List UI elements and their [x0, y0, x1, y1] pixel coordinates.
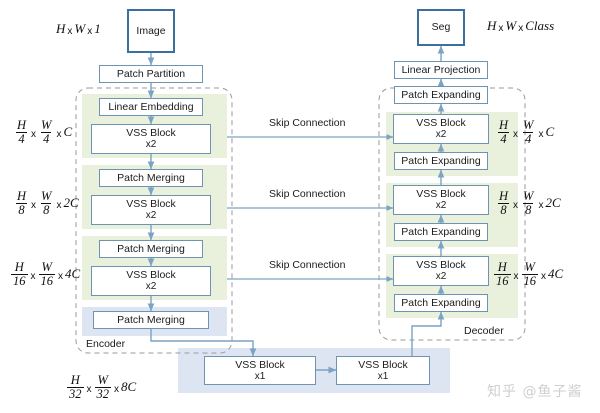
decoder-group-label: Decoder: [464, 325, 504, 337]
encoder-vss-block-2[interactable]: VSS Block x2: [91, 195, 211, 225]
patch-expanding-top-label: Patch Expanding: [401, 88, 481, 101]
output-dimension-label: H x W x Class: [487, 18, 555, 34]
skip-connection-label-3: Skip Connection: [269, 259, 346, 271]
patch-partition-box[interactable]: Patch Partition: [99, 65, 203, 83]
watermark: 知乎 @鱼子酱: [487, 384, 583, 400]
patch-expanding-label-1: Patch Expanding: [401, 154, 481, 167]
patch-expanding-box-2[interactable]: Patch Expanding: [394, 223, 488, 241]
decoder-vss-block-1[interactable]: VSS Block x2: [393, 114, 489, 144]
patch-expanding-top-box[interactable]: Patch Expanding: [394, 86, 488, 104]
linear-embedding-label: Linear Embedding: [108, 100, 194, 113]
decoder-vss-block-1-count: x2: [435, 129, 447, 141]
encoder-vss-block-3-count: x2: [145, 281, 157, 293]
input-image-label: Image: [136, 24, 166, 37]
patch-merging-label-2: Patch Merging: [117, 242, 185, 255]
decoder-vss-block-3-count: x2: [435, 271, 447, 283]
patch-partition-label: Patch Partition: [116, 67, 186, 80]
skip-connection-label-1: Skip Connection: [269, 117, 346, 129]
input-image-box[interactable]: Image: [127, 9, 175, 53]
decoder-vss-block-2-title: VSS Block: [416, 188, 466, 201]
linear-embedding-box[interactable]: Linear Embedding: [99, 98, 203, 116]
output-seg-box[interactable]: Seg: [417, 9, 465, 46]
patch-expanding-label-3: Patch Expanding: [401, 296, 481, 309]
bottleneck-vss-left-count: x1: [254, 370, 266, 382]
linear-projection-label: Linear Projection: [401, 63, 481, 76]
encoder-vss-block-2-title: VSS Block: [126, 198, 176, 211]
bottleneck-vss-block-right[interactable]: VSS Block x1: [336, 356, 430, 385]
linear-projection-box[interactable]: Linear Projection: [394, 61, 488, 79]
patch-expanding-box-1[interactable]: Patch Expanding: [394, 152, 488, 170]
patch-merging-label-1: Patch Merging: [117, 171, 185, 184]
decoder-vss-block-1-title: VSS Block: [416, 117, 466, 130]
encoder-vss-block-3-title: VSS Block: [126, 269, 176, 282]
encoder-vss-block-1[interactable]: VSS Block x2: [91, 124, 211, 154]
decoder-vss-block-2[interactable]: VSS Block x2: [393, 185, 489, 215]
bottleneck-vss-block-left[interactable]: VSS Block x1: [204, 356, 316, 385]
patch-merging-box-3[interactable]: Patch Merging: [93, 311, 209, 329]
input-dimension-label: H x W x 1: [56, 21, 101, 37]
bottleneck-vss-right-title: VSS Block: [358, 358, 408, 371]
encoder-vss-block-1-title: VSS Block: [126, 127, 176, 140]
decoder-vss-block-3-title: VSS Block: [416, 259, 466, 272]
patch-merging-box-2[interactable]: Patch Merging: [99, 240, 203, 258]
skip-connection-label-2: Skip Connection: [269, 188, 346, 200]
decoder-vss-block-3[interactable]: VSS Block x2: [393, 256, 489, 286]
decoder-vss-block-2-count: x2: [435, 200, 447, 212]
bottleneck-vss-right-count: x1: [377, 370, 389, 382]
patch-expanding-label-2: Patch Expanding: [401, 225, 481, 238]
encoder-vss-block-2-count: x2: [145, 210, 157, 222]
encoder-group-label: Encoder: [86, 338, 126, 350]
patch-merging-box-1[interactable]: Patch Merging: [99, 169, 203, 187]
patch-merging-label-3: Patch Merging: [117, 313, 185, 326]
encoder-vss-block-3[interactable]: VSS Block x2: [91, 266, 211, 296]
encoder-vss-block-1-count: x2: [145, 139, 157, 151]
bottleneck-vss-left-title: VSS Block: [235, 358, 285, 371]
output-seg-label: Seg: [431, 21, 451, 34]
patch-expanding-box-3[interactable]: Patch Expanding: [394, 294, 488, 312]
